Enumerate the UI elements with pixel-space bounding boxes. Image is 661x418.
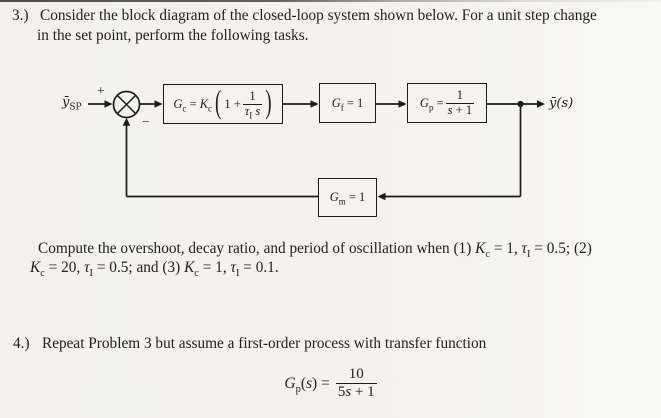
arrowhead-into-summer — [104, 100, 113, 108]
gc-inner-pre: 1 + — [224, 96, 241, 111]
gc-formula: Gc = Kc ( 1 + 1 τI s ) — [173, 85, 272, 121]
gc-fraction-denominator: τI s — [244, 103, 261, 120]
valve-block-gf: Gf = 1 — [319, 83, 376, 123]
sensor-block-gm: Gm = 1 — [318, 178, 377, 217]
gm-label: Gm = 1 — [329, 190, 366, 207]
gp-lhs: Gp = — [419, 95, 444, 112]
setpoint-label: ȳSP — [62, 95, 82, 113]
arrowhead-into-gp — [398, 100, 407, 108]
gc-fraction-numerator: 1 — [242, 90, 263, 105]
problem3-line1: Consider the block diagram of the closed… — [40, 7, 597, 24]
minus-sign: − — [142, 114, 150, 129]
arrowhead-feedback-up — [122, 117, 131, 126]
equation-denominator: 5s + 1 — [337, 384, 375, 401]
arrowhead-output — [537, 100, 545, 108]
controller-block-gc: Gc = Kc ( 1 + 1 τI s ) — [163, 84, 283, 124]
gc-fraction: 1 τI s — [242, 90, 263, 120]
takeoff-dot — [517, 100, 524, 108]
output-label: ȳ(s) — [549, 96, 574, 111]
summing-junction-circle — [112, 90, 141, 119]
equation-fraction: 10 5s + 1 — [335, 366, 377, 402]
gc-paren-close: ) — [265, 85, 272, 121]
problem3-number: 3.) — [12, 7, 29, 24]
problem4-text: Repeat Problem 3 but assume a first-orde… — [42, 335, 487, 352]
gf-label: Gf = 1 — [331, 95, 364, 112]
arrowhead-into-gm — [377, 192, 386, 201]
problem3-line2: in the set point, perform the following … — [37, 27, 309, 44]
transfer-function-equation: Gp(s) = 10 5s + 1 — [0, 366, 661, 402]
plus-sign: + — [97, 83, 105, 98]
problem4-number: 4.) — [13, 335, 30, 352]
gp-fraction: 1 s + 1 — [445, 89, 475, 117]
arrowhead-into-gc — [154, 100, 163, 108]
arrowhead-into-gf — [310, 100, 319, 108]
scan-artifact-line — [0, 0, 661, 2]
gp-fraction-denominator: s + 1 — [447, 102, 473, 117]
tasks-line1: Compute the overshoot, decay ratio, and … — [38, 240, 592, 261]
gp-formula: Gp = 1 s + 1 — [419, 89, 475, 117]
process-block-gp: Gp = 1 s + 1 — [407, 83, 487, 123]
gp-fraction-numerator: 1 — [445, 89, 475, 104]
tasks-line2: Kc = 20, τI = 0.5; and (3) Kc = 1, τI = … — [30, 258, 279, 279]
equation-lhs: Gp(s) = — [284, 374, 330, 395]
equation-numerator: 10 — [335, 366, 377, 385]
problem4-statement: 4.) Repeat Problem 3 but assume a first-… — [13, 334, 486, 354]
gc-paren-open: ( — [215, 85, 222, 121]
problem3-statement: 3.) Consider the block diagram of the cl… — [12, 6, 597, 46]
problem3-tasks: Compute the overshoot, decay ratio, and … — [30, 240, 592, 279]
gc-lhs: Gc = Kc — [173, 96, 213, 113]
summing-junction-cross — [116, 94, 137, 115]
closed-loop-block-diagram: ȳSP + − Gc = Kc ( 1 + 1 τI s ) Gf = 1 Gp… — [62, 83, 574, 217]
